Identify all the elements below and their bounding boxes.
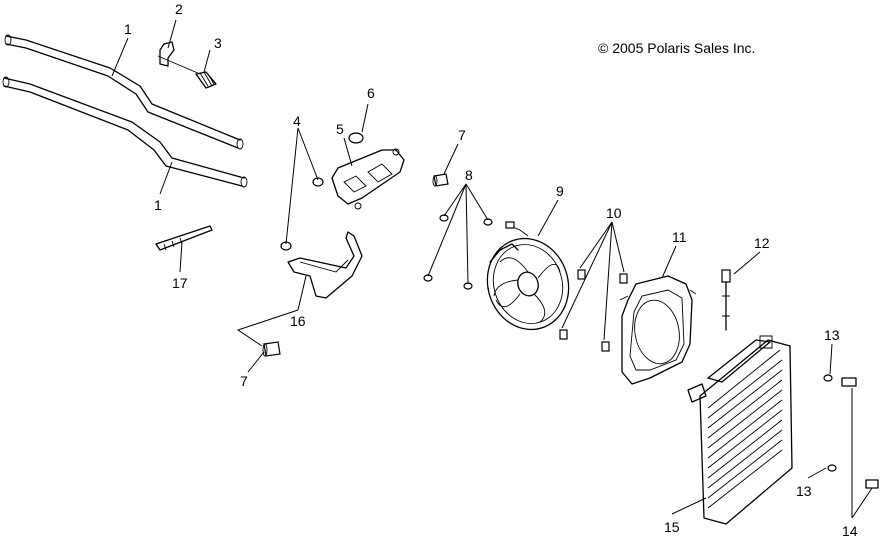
shroud-clips — [559, 269, 628, 352]
oil-cooler — [687, 335, 793, 525]
mounting-plate — [331, 148, 405, 210]
callout-7-upper: 7 — [458, 127, 466, 143]
callout-7-lower: 7 — [240, 373, 248, 389]
callout-17: 17 — [172, 275, 188, 291]
spacer-lower — [262, 341, 281, 357]
callout-1-lower: 1 — [154, 197, 162, 213]
callout-labels: 1 2 3 4 5 6 7 8 9 10 11 12 13 1 17 16 7 … — [124, 1, 858, 539]
temperature-sensor — [721, 269, 731, 331]
callout-8: 8 — [465, 167, 473, 183]
cooling-fan — [486, 221, 570, 331]
callout-10: 10 — [606, 205, 622, 221]
fan-screws — [423, 214, 493, 290]
washers — [823, 374, 837, 472]
bolts — [841, 377, 879, 489]
callout-1-upper: 1 — [124, 21, 132, 37]
callout-11: 11 — [672, 229, 687, 245]
callout-2: 2 — [175, 1, 183, 17]
callout-5: 5 — [336, 121, 344, 137]
coolant-hose-upper — [4, 34, 244, 150]
hose-fitting — [195, 71, 217, 89]
callout-4: 4 — [293, 113, 301, 129]
fan-shroud — [619, 275, 697, 385]
callout-15: 15 — [664, 519, 680, 535]
copyright-text: © 2005 Polaris Sales Inc. — [598, 40, 755, 56]
callout-16: 16 — [290, 313, 306, 329]
leader-lines — [111, 19, 873, 519]
spacer-upper — [432, 173, 449, 187]
callout-12: 12 — [754, 235, 770, 251]
callout-9: 9 — [556, 183, 564, 199]
callout-3: 3 — [214, 35, 222, 51]
grommet — [348, 132, 364, 144]
callout-6: 6 — [367, 85, 375, 101]
callout-13-lower: 13 — [796, 483, 812, 499]
coolant-hose-lower — [2, 76, 248, 188]
callout-14: 14 — [842, 523, 858, 539]
hose-clamp — [157, 41, 201, 75]
cable-strap — [155, 225, 213, 251]
bushing-upper — [312, 177, 324, 187]
mounting-bracket — [287, 231, 363, 299]
callout-13-upper: 13 — [824, 327, 840, 343]
